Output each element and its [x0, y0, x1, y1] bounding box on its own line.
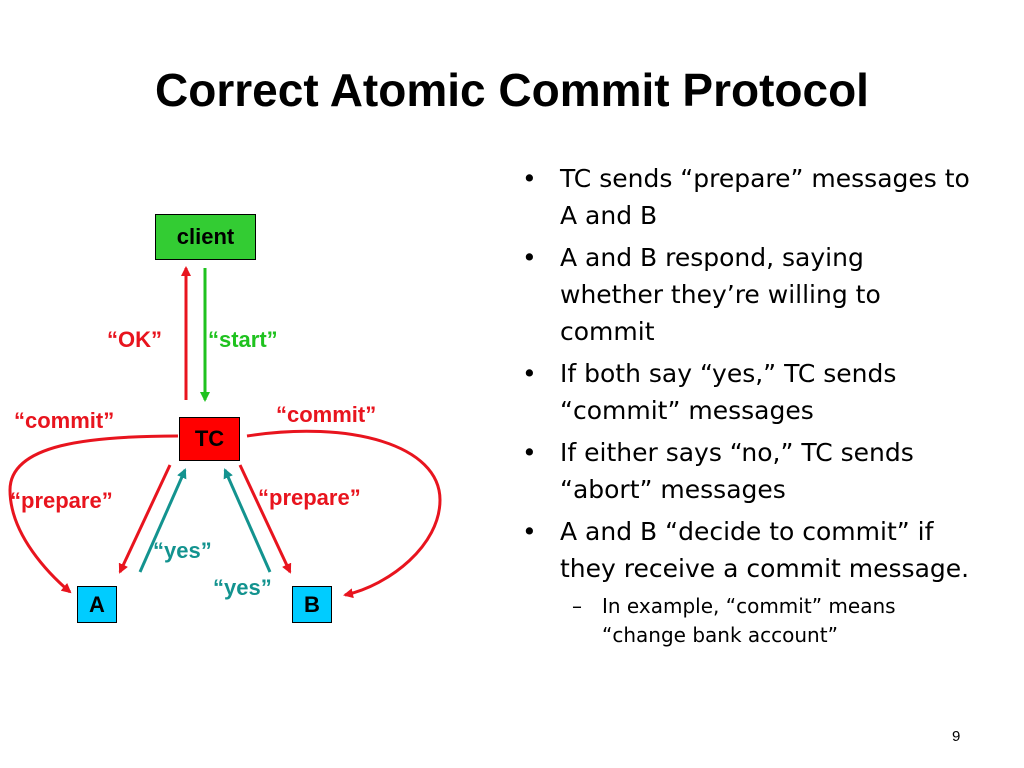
start-label: “start”: [208, 327, 278, 352]
yes-right-label: “yes”: [213, 575, 272, 600]
sub-bullet-item: –In example, “commit” means “change bank…: [572, 592, 972, 650]
a-node: A: [77, 586, 117, 623]
commit-a-arrow: [8, 434, 179, 594]
bullet-item: • If either says “no,” TC sends “abort” m…: [522, 434, 972, 508]
client-node: client: [155, 214, 256, 260]
a-node-label: A: [89, 592, 105, 617]
slide-title: Correct Atomic Commit Protocol: [155, 64, 869, 116]
commit-left-label: “commit”: [14, 408, 115, 433]
bullet-item: • A and B “decide to commit” if they rece…: [522, 513, 972, 587]
yes-b-arrow: [223, 468, 272, 573]
commit-b-arrow: [246, 429, 442, 599]
bullet-text: A and B “decide to commit” if they recei…: [560, 517, 970, 583]
prepare-a-arrow: [118, 464, 172, 574]
sub-bullet-text: In example, “commit” means “change bank …: [602, 594, 896, 647]
bullet-text: TC sends “prepare” messages to A and B: [560, 164, 970, 230]
bullet-item: • If both say “yes,” TC sends “commit” me…: [522, 355, 972, 429]
bullet-list: •TC sends “prepare” messages to A and B …: [522, 160, 972, 650]
b-node-label: B: [304, 592, 320, 617]
client-node-label: client: [176, 224, 235, 249]
prepare-right-label: “prepare”: [258, 485, 361, 510]
prepare-left-label: “prepare”: [10, 488, 113, 513]
yes-left-label: “yes”: [153, 538, 212, 563]
bullet-text: If both say “yes,” TC sends “commit” mes…: [560, 359, 897, 425]
yes-a-arrow: [138, 468, 187, 573]
bullet-item: • TC sends “prepare” messages to A and B: [522, 160, 972, 234]
ok-label: “OK”: [107, 327, 162, 352]
sub-bullet-dash: –: [572, 594, 582, 618]
bullet-text: If either says “no,” TC sends “abort” me…: [560, 438, 914, 504]
bullet-dot: •: [522, 243, 537, 272]
bullet-text: A and B respond, saying whether they’re …: [560, 243, 881, 346]
bullet-item: • A and B respond, saying whether they’re…: [522, 239, 972, 350]
bullet-dot: •: [522, 359, 537, 388]
bullet-dot: •: [522, 164, 537, 193]
tc-node: TC: [179, 417, 240, 461]
commit-right-label: “commit”: [276, 402, 377, 427]
bullet-dot: •: [522, 517, 537, 546]
bullet-dot: •: [522, 438, 537, 467]
prepare-b-arrow: [238, 464, 292, 574]
page-number: 9: [952, 728, 961, 745]
b-node: B: [292, 586, 332, 623]
tc-node-label: TC: [194, 426, 225, 451]
